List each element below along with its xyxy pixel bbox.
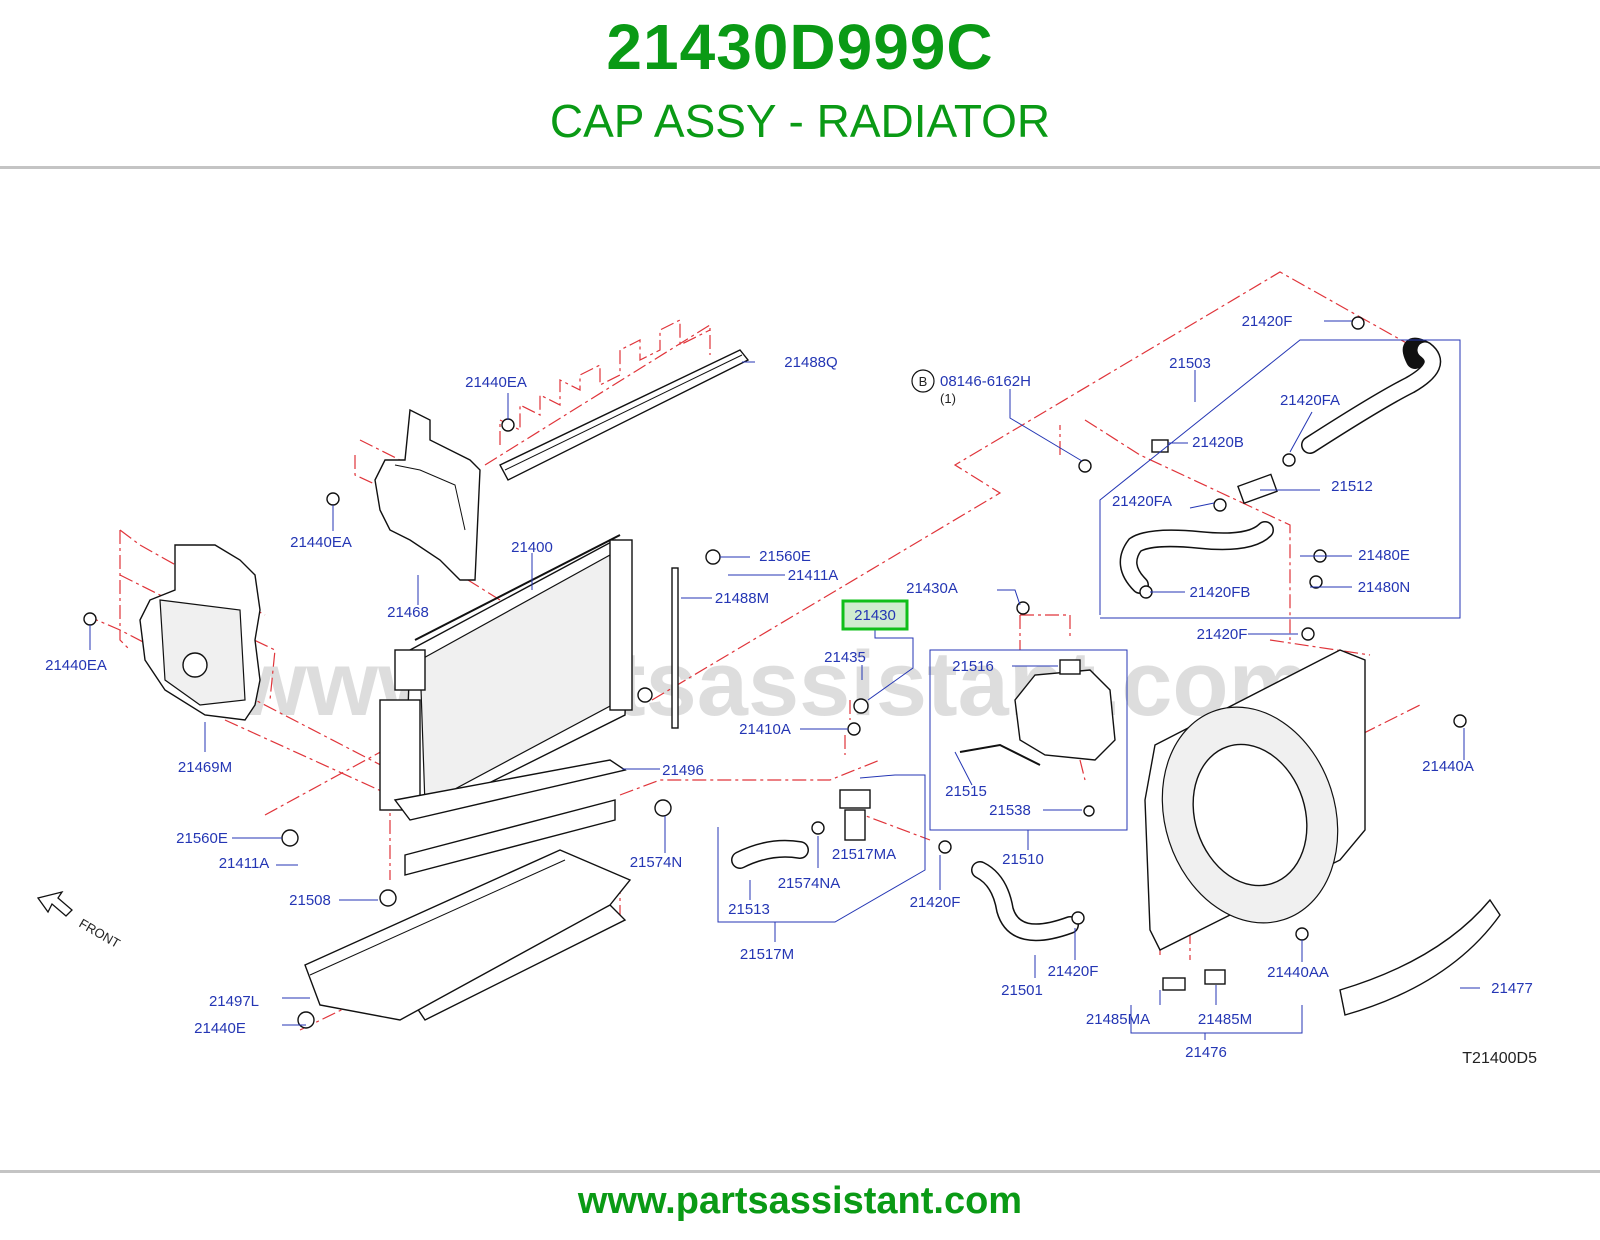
callout-21435: 21435 [824, 649, 866, 666]
callout-21477: 21477 [1491, 980, 1533, 997]
callout-21488M: 21488M [715, 590, 769, 607]
part-seal-21488M [671, 567, 679, 729]
callout-21574N: 21574N [630, 854, 683, 871]
bolt-quantity: (1) [940, 391, 956, 406]
callout-21440A: 21440A [1422, 758, 1474, 775]
callout-21410A: 21410A [739, 721, 791, 738]
leader-lines [89, 320, 1480, 1040]
page-header: 21430D999C CAP ASSY - RADIATOR [0, 0, 1600, 168]
part-small-fasteners [83, 316, 1467, 1029]
callout-21420F: 21420F [1197, 626, 1248, 643]
part-air-guide-21488Q [499, 349, 750, 481]
callout-21420F: 21420F [1048, 963, 1099, 980]
callout-21538: 21538 [989, 802, 1031, 819]
part-hose-21501 [971, 861, 1079, 942]
header-divider [0, 166, 1600, 169]
callout-21516: 21516 [952, 658, 994, 675]
callout-21430A: 21430A [906, 580, 958, 597]
callout-21485MA: 21485MA [1086, 1011, 1150, 1028]
parts-diagram: www.partsassistant.com [36, 271, 1537, 1067]
callout-21560E: 21560E [759, 548, 811, 565]
callout-21501: 21501 [1001, 982, 1043, 999]
part-hose-21420FB [1119, 521, 1274, 594]
callout-21496: 21496 [662, 762, 704, 779]
part-name-subtitle: CAP ASSY - RADIATOR [549, 95, 1051, 147]
callout-21517MA: 21517MA [832, 846, 896, 863]
callout-21560E: 21560E [176, 830, 228, 847]
footer-divider [0, 1170, 1600, 1173]
callout-21468: 21468 [387, 604, 429, 621]
part-shroud-21477 [1339, 898, 1501, 1016]
callout-21440AA: 21440AA [1267, 964, 1329, 981]
part-undercover-21497L [304, 849, 632, 1021]
callout-21469M: 21469M [178, 759, 232, 776]
callout-21476: 21476 [1185, 1044, 1227, 1061]
callout-21420FA: 21420FA [1280, 392, 1340, 409]
part-hose-21503 [1301, 337, 1442, 454]
callout-21440EA: 21440EA [290, 534, 352, 551]
part-hose-21513 [731, 839, 809, 869]
callout-21517M: 21517M [740, 946, 794, 963]
callout-21420FB: 21420FB [1190, 584, 1251, 601]
callout-21508: 21508 [289, 892, 331, 909]
highlight-box [841, 599, 909, 631]
callout-21497L: 21497L [209, 993, 259, 1010]
front-label: FRONT [77, 916, 123, 951]
callout-21440E: 21440E [194, 1020, 246, 1037]
part-reservoir-21510 [959, 659, 1116, 766]
callout-08146-6162H: 08146-6162H [940, 373, 1031, 390]
part-pipe-21512 [1237, 473, 1278, 505]
callout-21411A: 21411A [219, 855, 270, 872]
callout-21420FA: 21420FA [1112, 493, 1172, 510]
part-fan-shroud-21476 [1144, 649, 1366, 951]
callout-21512: 21512 [1331, 478, 1373, 495]
callout-21480E: 21480E [1358, 547, 1410, 564]
callout-21411A: 21411A [788, 567, 839, 584]
figure-code: T21400D5 [1462, 1050, 1537, 1067]
callout-21503: 21503 [1169, 355, 1211, 372]
callout-21485M: 21485M [1198, 1011, 1252, 1028]
callout-21440EA: 21440EA [45, 657, 107, 674]
callout-21574NA: 21574NA [778, 875, 841, 892]
part-air-guide-21469M [139, 544, 261, 721]
part-radiator-21400 [379, 534, 653, 816]
callout-labels: 21420F 21503 21488Q 08146-6162H 21440EA … [45, 313, 1533, 1061]
callout-21513: 21513 [728, 901, 770, 918]
bolt-marker-circle [911, 369, 935, 393]
callout-21420B: 21420B [1192, 434, 1244, 451]
part-number-title: 21430D999C [606, 11, 994, 83]
callout-21488Q: 21488Q [784, 354, 837, 371]
callout-21430-highlighted: 21430 [854, 607, 896, 624]
callout-21420F: 21420F [910, 894, 961, 911]
callout-21440EA: 21440EA [465, 374, 527, 391]
part-air-guide-21468 [374, 408, 481, 581]
front-arrow-icon [36, 890, 73, 917]
callout-21515: 21515 [945, 783, 987, 800]
callout-21400: 21400 [511, 539, 553, 556]
bolt-marker-letter: B [919, 374, 928, 389]
callout-21480N: 21480N [1358, 579, 1411, 596]
part-connector-21517MA [839, 789, 871, 841]
callout-21510: 21510 [1002, 851, 1044, 868]
callout-21420F: 21420F [1242, 313, 1293, 330]
part-seal-21496 [393, 759, 627, 821]
footer-website-link[interactable]: www.partsassistant.com [577, 1180, 1023, 1222]
